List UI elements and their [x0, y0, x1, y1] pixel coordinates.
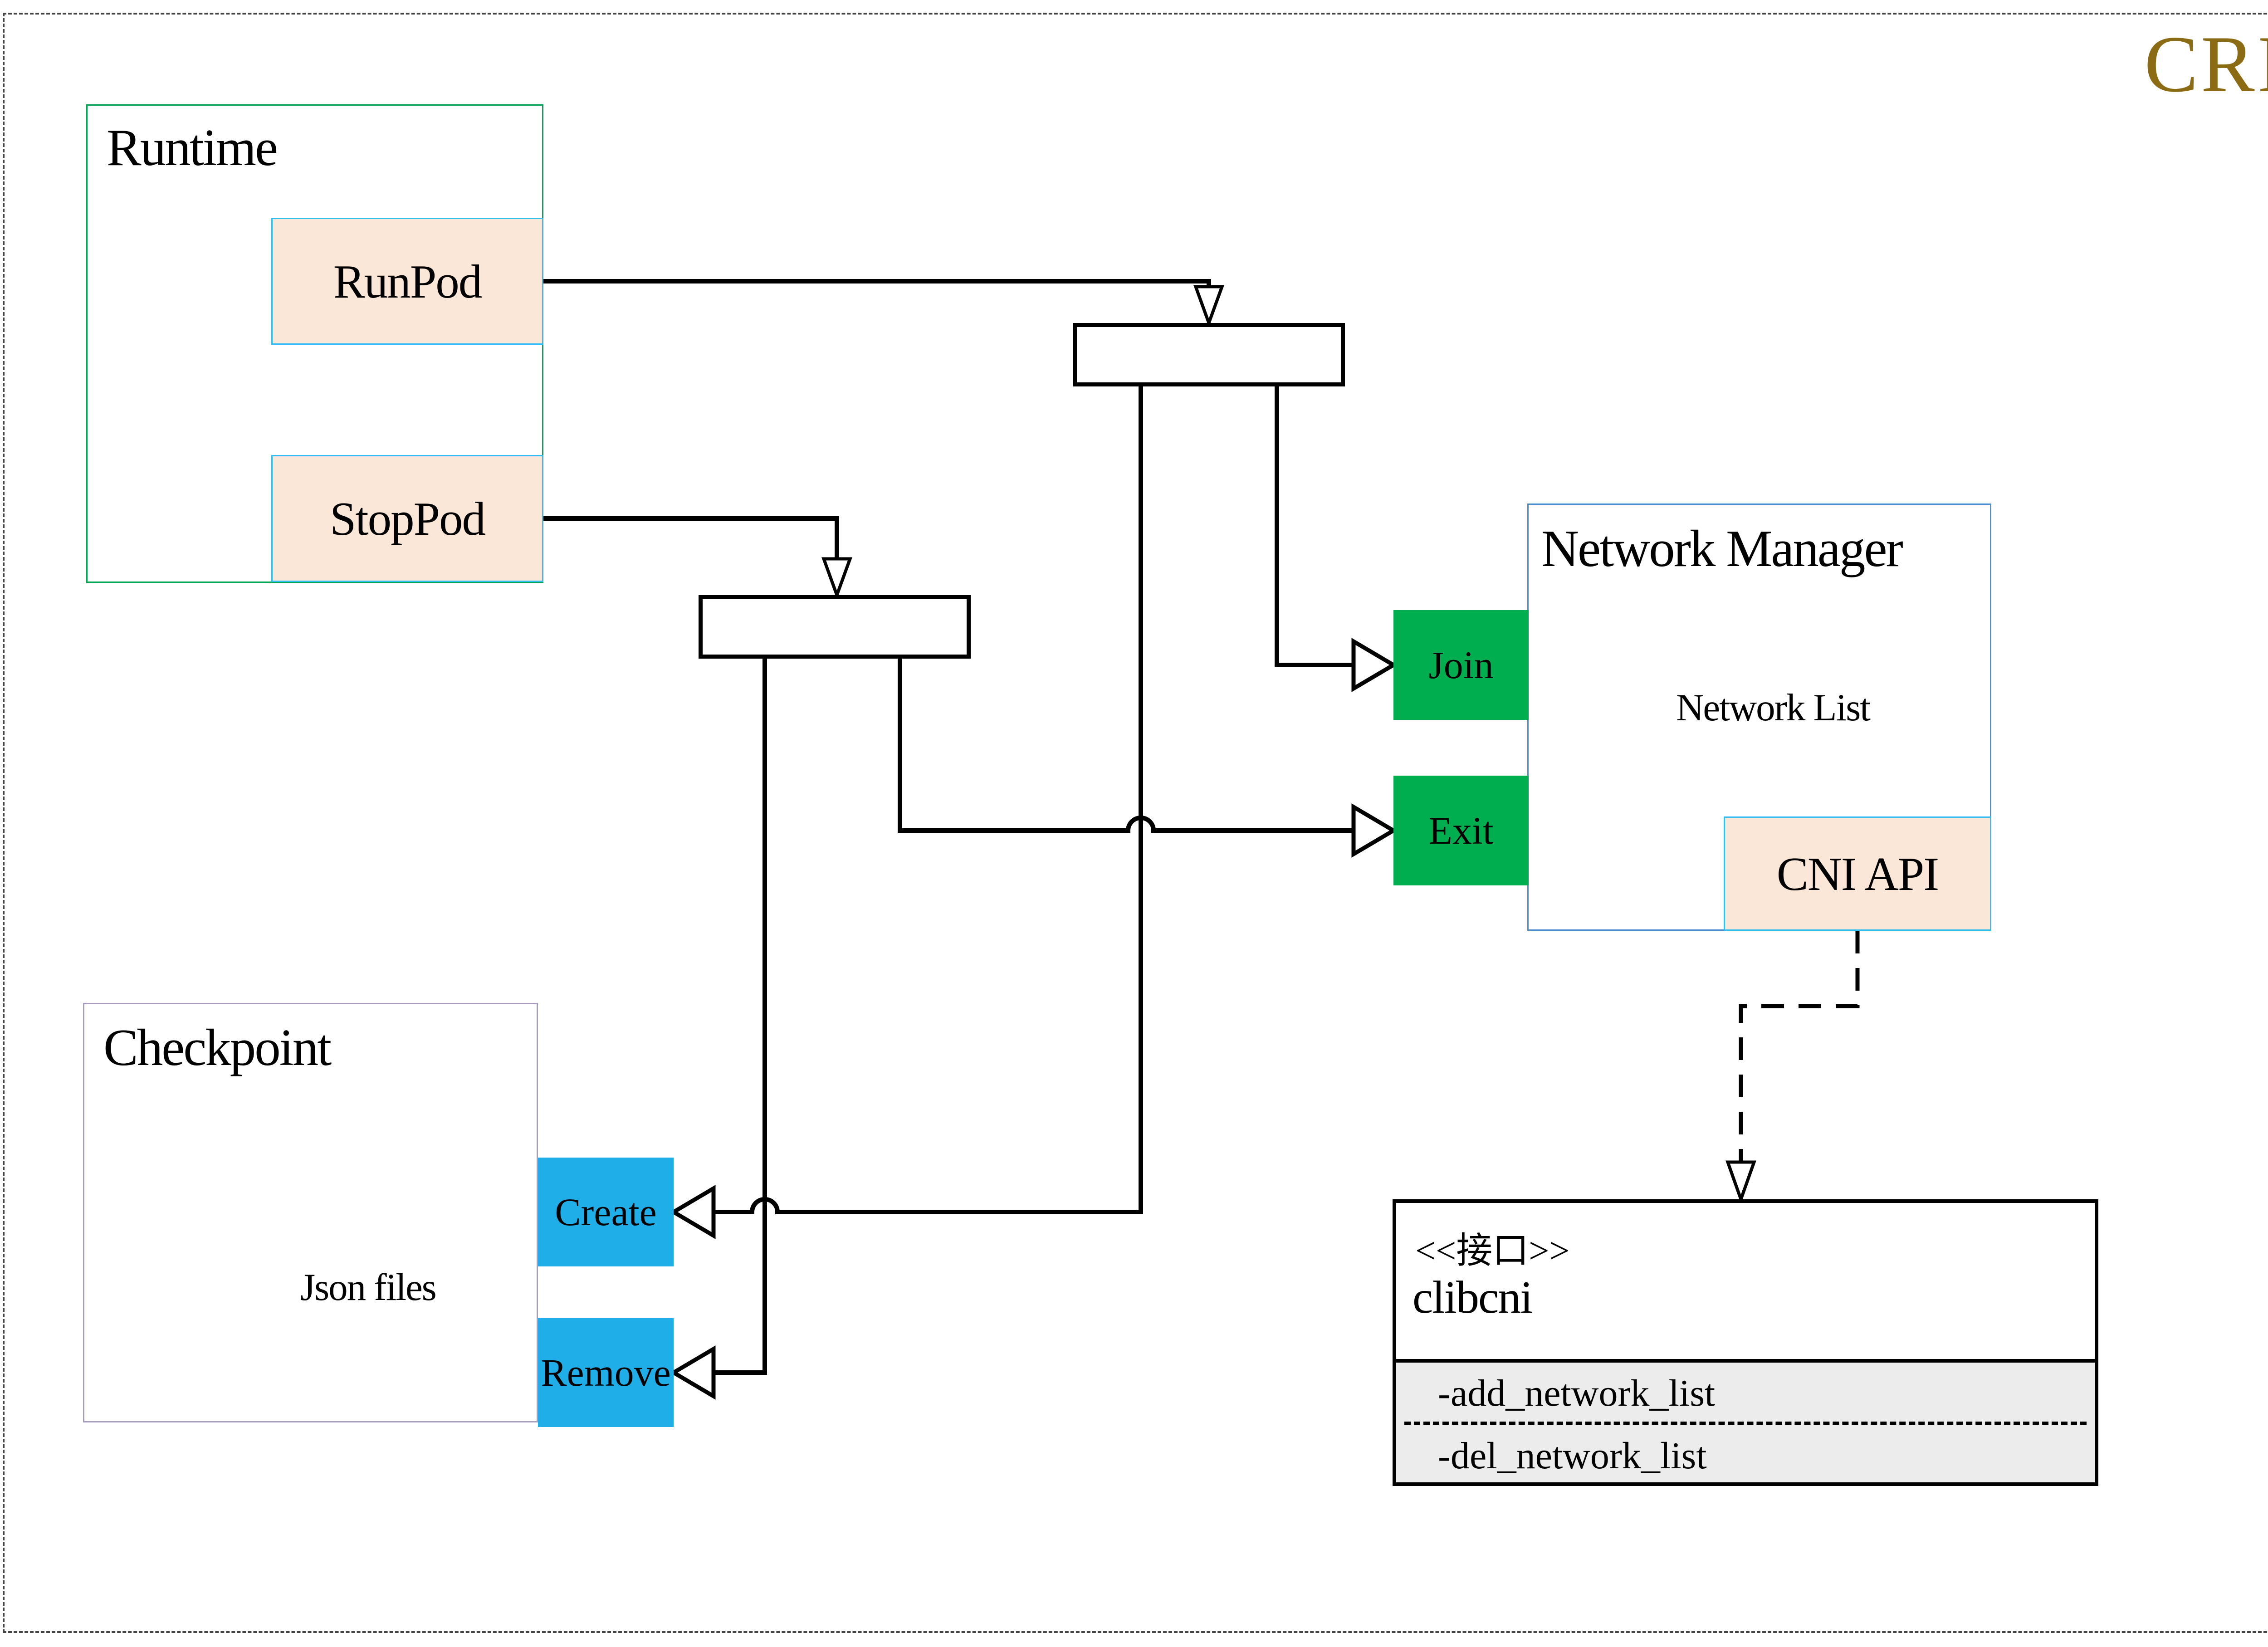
junction-bar-2 [699, 595, 971, 659]
create-arrow-icon [670, 1185, 716, 1239]
junction1-to-join-connector [1275, 386, 1354, 667]
clibcni-open-arrow-icon [1725, 1160, 1756, 1204]
checkpoint-group [83, 1003, 538, 1422]
remove-box: Remove [538, 1318, 674, 1427]
create-box: Create [538, 1158, 674, 1266]
network-manager-title: Network Manager [1541, 520, 1903, 577]
cni-api-label: CNI API [1776, 847, 1939, 900]
join-box: Join [1393, 610, 1529, 720]
clibcni-stereotype: <<接口>> [1415, 1231, 1570, 1271]
stoppod-label: StopPod [330, 492, 486, 545]
exit-arrow-icon [1351, 803, 1398, 858]
join-arrow-icon [1351, 638, 1398, 692]
clibcni-method-add: -add_network_list [1438, 1372, 1716, 1414]
junction1-to-create-connector [714, 386, 1143, 1214]
clibcni-interface-box: <<接口>> clibcni -add_network_list -del_ne… [1393, 1199, 2098, 1486]
junction1-open-arrow-icon [1193, 285, 1224, 328]
clibcni-name: clibcni [1413, 1272, 1533, 1323]
exit-box: Exit [1393, 776, 1529, 885]
junction2-to-remove-connector [714, 659, 767, 1375]
checkpoint-title: Checkpoint [103, 1019, 332, 1076]
clibcni-header: <<接口>> clibcni [1396, 1203, 2095, 1359]
join-label: Join [1428, 643, 1494, 687]
stoppod-to-junction2-connector [543, 516, 839, 559]
network-list-label: Network List [1676, 686, 1871, 729]
runpod-label: RunPod [333, 254, 482, 308]
clibcni-method-del: -del_network_list [1438, 1435, 1707, 1477]
remove-label: Remove [541, 1351, 671, 1394]
clibcni-method-divider [1404, 1422, 2087, 1425]
clibcni-attributes-section: -add_network_list -del_network_list [1396, 1359, 2095, 1482]
runpod-to-junction1-connector [543, 279, 1211, 287]
create-label: Create [555, 1190, 657, 1234]
junction2-to-exit-connector [898, 659, 1354, 833]
page-dashed-border [3, 13, 2268, 1633]
junction2-open-arrow-icon [821, 557, 852, 600]
json-files-label: Json files [300, 1266, 437, 1309]
cni-api-box: CNI API [1724, 816, 1991, 931]
exit-label: Exit [1428, 809, 1494, 852]
junction-bar-1 [1073, 323, 1345, 386]
remove-arrow-icon [670, 1345, 716, 1400]
runpod-box: RunPod [271, 218, 543, 345]
cniapi-to-clibcni-dashed-connector [1739, 931, 1860, 1162]
cri-watermark: CRI [2144, 19, 2268, 109]
runtime-title: Runtime [107, 119, 278, 176]
stoppod-box: StopPod [271, 455, 543, 582]
